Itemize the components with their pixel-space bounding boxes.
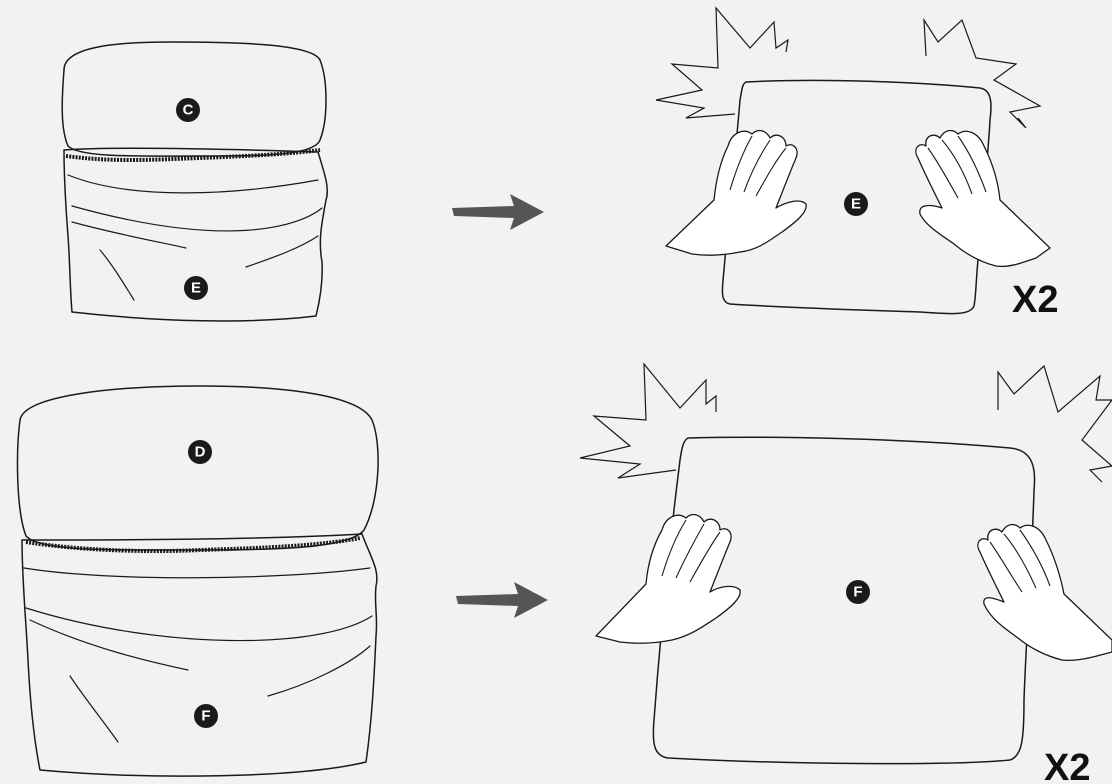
multiplier-label: X2 [1012,279,1058,321]
right-arrow-icon [456,582,548,618]
hand-icon [978,525,1112,661]
label-f-badge: F [194,704,218,728]
impact-burst-icon [998,366,1112,482]
impact-burst-icon [580,364,716,478]
label-e-flat-badge: E [844,192,868,216]
step-2: D F [18,364,1112,784]
cushion-c [62,42,326,156]
label-f: F [201,708,210,725]
label-e: E [191,280,201,297]
cushion-with-cover-e: C E [62,42,327,321]
flat-cover-f: F [580,364,1112,764]
multiplier-label: X2 [1044,747,1090,784]
label-c: C [183,102,194,119]
label-d-badge: D [188,440,212,464]
label-c-badge: C [176,98,200,122]
cushion-d [18,386,379,550]
right-arrow-icon [452,194,544,230]
cushion-with-cover-f: D F [18,386,379,776]
cover-f-body [22,534,377,776]
hand-icon [916,131,1050,267]
flat-cover-e: E [656,8,1050,314]
label-f-flat-badge: F [846,580,870,604]
label-e-badge: E [184,276,208,300]
impact-burst-icon [656,8,788,118]
step-1: C E [62,8,1058,321]
label-f-flat: F [853,584,862,601]
impact-burst-icon [924,20,1040,128]
label-d: D [195,444,206,461]
label-e-flat: E [851,196,861,213]
